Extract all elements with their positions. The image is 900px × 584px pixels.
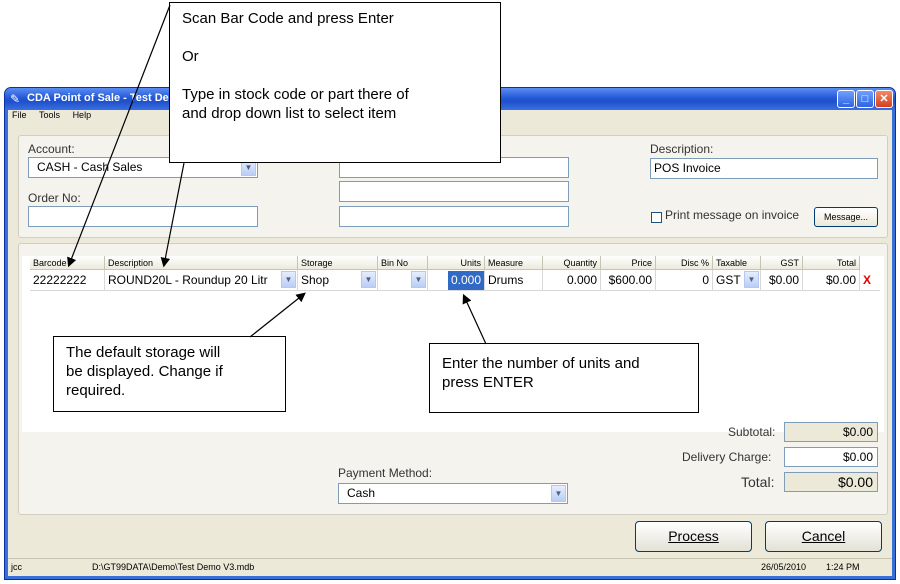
col-storage[interactable]: Storage xyxy=(298,256,378,270)
callout-text: Type in stock code or part there of xyxy=(182,86,409,103)
payment-method-select[interactable]: Cash ▼ xyxy=(338,483,568,504)
col-measure[interactable]: Measure xyxy=(485,256,543,270)
account-label: Account: xyxy=(28,142,75,156)
status-path: D:\GT99DATA\Demo\Test Demo V3.mdb xyxy=(92,562,255,572)
disc-cell[interactable]: 0 xyxy=(656,270,713,291)
process-button[interactable]: Process xyxy=(635,521,752,552)
status-time: 1:24 PM xyxy=(826,562,860,572)
callout-text: The default storage will xyxy=(66,344,221,361)
col-barcode[interactable]: Barcode xyxy=(30,256,105,270)
status-bar: jcc D:\GT99DATA\Demo\Test Demo V3.mdb 26… xyxy=(8,558,892,576)
callout-text: press ENTER xyxy=(442,374,534,391)
callout-text: Scan Bar Code and press Enter xyxy=(182,10,394,27)
maximize-button[interactable]: □ xyxy=(856,90,874,108)
cancel-button-label: Cancel xyxy=(801,528,846,544)
chevron-down-icon[interactable]: ▼ xyxy=(411,271,426,288)
taxable-value: GST xyxy=(716,273,741,287)
col-disc[interactable]: Disc % xyxy=(656,256,713,270)
description-label: Description: xyxy=(650,142,714,156)
units-callout: Enter the number of units and press ENTE… xyxy=(429,343,699,413)
col-price[interactable]: Price xyxy=(601,256,656,270)
col-description[interactable]: Description xyxy=(105,256,298,270)
storage-cell[interactable]: Shop ▼ xyxy=(298,270,378,291)
chevron-down-icon[interactable]: ▼ xyxy=(551,485,566,502)
total-label: Total: xyxy=(741,474,775,490)
col-units[interactable]: Units xyxy=(428,256,485,270)
subtotal-value: $0.00 xyxy=(784,422,878,442)
message-button[interactable]: Message... xyxy=(814,207,878,227)
col-gst[interactable]: GST xyxy=(761,256,803,270)
status-date: 26/05/2010 xyxy=(761,562,807,572)
barcode-cell[interactable]: 22222222 xyxy=(30,270,105,291)
description-value: ROUND20L - Roundup 20 Litr xyxy=(108,273,268,287)
address-line-3[interactable] xyxy=(339,206,569,227)
col-quantity[interactable]: Quantity xyxy=(543,256,601,270)
col-bin-no[interactable]: Bin No xyxy=(378,256,428,270)
window-title: CDA Point of Sale - Test Demo xyxy=(27,92,186,104)
callout-text: Enter the number of units and xyxy=(442,355,640,372)
units-cell[interactable]: 0.000 xyxy=(428,270,485,291)
description-input[interactable]: POS Invoice xyxy=(650,158,878,179)
delivery-charge-input[interactable]: $0.00 xyxy=(784,447,878,467)
menu-help[interactable]: Help xyxy=(72,110,92,120)
col-total[interactable]: Total xyxy=(803,256,860,270)
total-cell: $0.00 xyxy=(803,270,860,291)
callout-text: required. xyxy=(66,382,126,399)
gst-cell: $0.00 xyxy=(761,270,803,291)
taxable-cell[interactable]: GST ▼ xyxy=(713,270,761,291)
menu-file[interactable]: File xyxy=(12,110,27,120)
print-message-checkbox[interactable] xyxy=(651,212,662,223)
storage-value: Shop xyxy=(301,273,330,287)
address-line-2[interactable] xyxy=(339,181,569,202)
process-button-label: Process xyxy=(668,528,719,544)
status-user: jcc xyxy=(11,562,22,572)
callout-text: Or xyxy=(182,48,199,65)
payment-method-label: Payment Method: xyxy=(338,466,433,480)
quantity-cell[interactable]: 0.000 xyxy=(543,270,601,291)
print-message-label: Print message on invoice xyxy=(665,208,800,222)
cancel-button[interactable]: Cancel xyxy=(765,521,882,552)
callout-text: be displayed. Change if xyxy=(66,363,223,380)
chevron-down-icon[interactable]: ▼ xyxy=(361,271,376,288)
payment-method-value: Cash xyxy=(347,486,376,500)
total-value: $0.00 xyxy=(784,472,878,492)
close-button[interactable]: ✕ xyxy=(875,90,893,108)
scan-barcode-callout: Scan Bar Code and press Enter Or Type in… xyxy=(169,2,501,163)
storage-callout: The default storage will be displayed. C… xyxy=(53,336,286,412)
description-cell[interactable]: ROUND20L - Roundup 20 Litr ▼ xyxy=(105,270,298,291)
callout-text: and drop down list to select item xyxy=(182,105,397,122)
measure-cell: Drums xyxy=(485,270,543,291)
price-cell[interactable]: $600.00 xyxy=(601,270,656,291)
menu-tools[interactable]: Tools xyxy=(39,110,61,120)
minimize-button[interactable]: _ xyxy=(837,90,855,108)
order-no-label: Order No: xyxy=(28,191,81,205)
account-value: CASH - Cash Sales xyxy=(37,160,143,174)
units-value[interactable]: 0.000 xyxy=(447,271,484,290)
subtotal-label: Subtotal: xyxy=(728,425,776,439)
delivery-charge-label: Delivery Charge: xyxy=(682,450,772,464)
bin-no-cell[interactable]: ▼ xyxy=(378,270,428,291)
chevron-down-icon[interactable]: ▼ xyxy=(281,271,296,288)
col-taxable[interactable]: Taxable xyxy=(713,256,761,270)
app-icon: ✎ xyxy=(10,92,21,106)
order-no-input[interactable] xyxy=(28,206,258,227)
delete-row-icon[interactable]: X xyxy=(860,270,880,291)
chevron-down-icon[interactable]: ▼ xyxy=(744,271,759,288)
